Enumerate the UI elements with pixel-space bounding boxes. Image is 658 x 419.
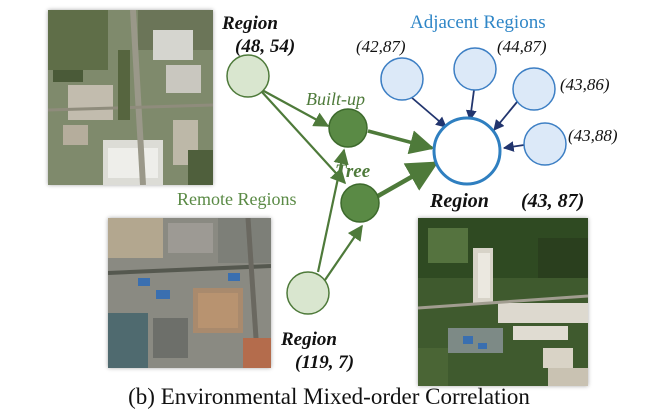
built-up-label: Built-up <box>306 89 365 109</box>
edge-adj4-center <box>504 145 524 148</box>
node-tree <box>341 184 379 222</box>
node-center-region <box>434 118 500 184</box>
region-48-word: Region <box>221 13 278 34</box>
node-adj-44-87 <box>454 48 496 90</box>
adjacent-regions-title: Adjacent Regions <box>410 12 546 33</box>
edge-adj1-center <box>411 97 446 127</box>
edge-adj3-center <box>494 102 517 130</box>
node-adj-43-86 <box>513 68 555 110</box>
node-region-48-54 <box>227 55 269 97</box>
adj-label-42-87: (42,87) <box>356 37 406 56</box>
adj-label-43-88: (43,88) <box>568 126 618 145</box>
node-built-up <box>329 109 367 147</box>
correlation-diagram: Region (48, 54) Adjacent Regions (42,87)… <box>0 0 658 384</box>
remote-regions-title: Remote Regions <box>177 189 297 209</box>
region-119-word: Region <box>280 329 337 350</box>
region-48-coord: (48, 54) <box>235 36 295 57</box>
edge-builtup-center <box>368 131 432 148</box>
edge-region119-tree <box>325 226 362 280</box>
edge-adj2-center <box>470 90 474 120</box>
adj-label-43-86: (43,86) <box>560 75 610 94</box>
node-region-119-7 <box>287 272 329 314</box>
tree-label: Tree <box>335 161 371 182</box>
figure-caption: (b) Environmental Mixed-order Correlatio… <box>0 384 658 410</box>
region-119-coord: (119, 7) <box>295 352 354 373</box>
node-adj-42-87 <box>381 58 423 100</box>
node-adj-43-88 <box>524 123 566 165</box>
center-region-coord: (43, 87) <box>521 190 584 212</box>
adj-label-44-87: (44,87) <box>497 37 547 56</box>
edge-tree-center <box>378 163 436 196</box>
center-region-word: Region <box>429 190 489 212</box>
